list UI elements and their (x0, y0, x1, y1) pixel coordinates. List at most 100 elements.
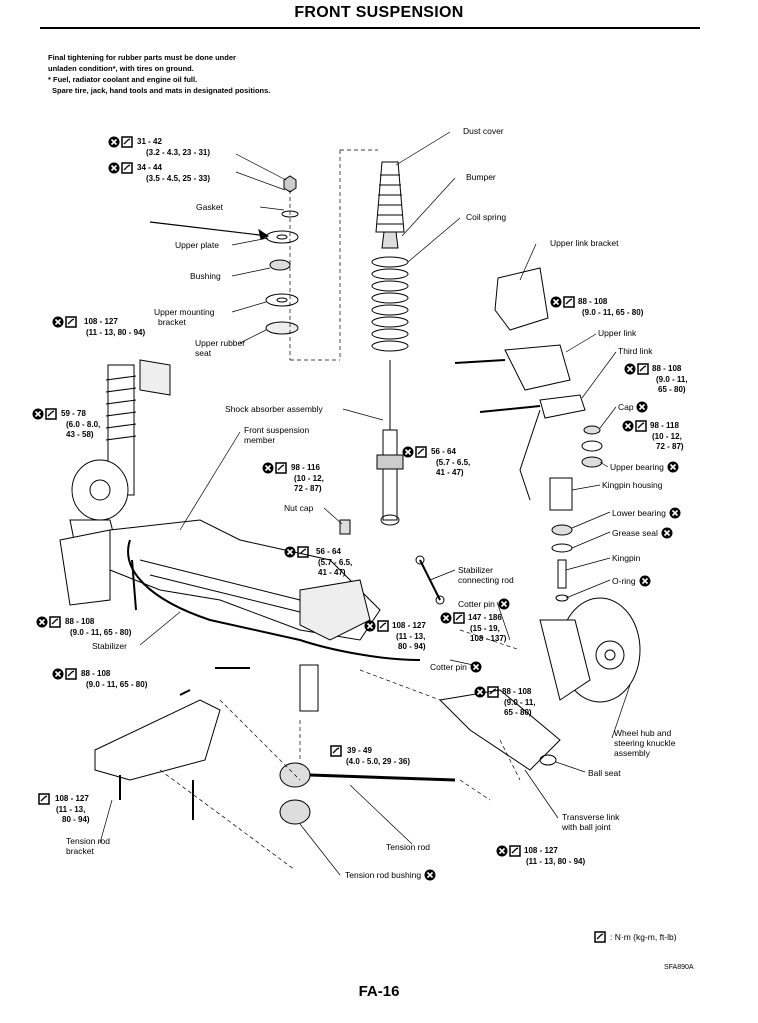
torque-nm: 31 - 42 (137, 137, 162, 146)
replace-icon (496, 845, 508, 857)
replace-icon (402, 446, 414, 458)
label-line: assembly (614, 748, 650, 758)
replace-icon (32, 408, 44, 420)
label-cap: Cap (618, 401, 649, 413)
replace-icon (440, 612, 452, 624)
torque-alt: (15 - 19, (470, 624, 500, 633)
label-stabilizer-rod: Stabilizer connecting rod (458, 565, 514, 585)
torque-callout-11: 88 - 108 (9.0 - 11, 65 - 80) (36, 616, 131, 638)
torque-alt: 43 - 58) (66, 430, 94, 439)
torque-nm: 108 - 127 (392, 621, 426, 630)
label-stabilizer: Stabilizer (92, 641, 127, 651)
label-o-ring: O-ring (612, 575, 652, 587)
torque-nm: 34 - 44 (137, 163, 162, 172)
replace-icon (470, 661, 482, 673)
label-cotter-pin-text: Cotter pin (458, 599, 495, 609)
label-lower-bearing: Lower bearing (612, 507, 682, 519)
torque-alt: (10 - 12, (652, 432, 682, 441)
label-line: Stabilizer (458, 565, 493, 575)
torque-wrench-icon (38, 793, 50, 805)
bumper-part (381, 231, 399, 249)
note-line: Final tightening for rubber parts must b… (48, 53, 236, 62)
label-line: connecting rod (458, 575, 514, 585)
replace-icon (262, 462, 274, 474)
label-dust-cover: Dust cover (463, 126, 504, 136)
note-line: unladen condition*, with tires on ground… (48, 64, 194, 73)
torque-alt: 65 - 80) (504, 708, 532, 717)
torque-alt: (4.0 - 5.0, 29 - 36) (346, 757, 411, 766)
torque-nm: 56 - 64 (431, 447, 456, 456)
torque-wrench-icon (487, 686, 499, 698)
torque-nm: 88 - 108 (578, 297, 608, 306)
torque-nm: 59 - 78 (61, 409, 86, 418)
replace-icon (474, 686, 486, 698)
torque-wrench-icon (121, 136, 133, 148)
torque-alt: (10 - 12, (294, 474, 324, 483)
replace-icon (669, 507, 681, 519)
torque-alt: 41 - 47) (436, 468, 464, 477)
label-tension-rod-bushing-text: Tension rod bushing (345, 870, 422, 880)
torque-legend: : N·m (kg-m, ft-lb) (594, 931, 677, 943)
shock-absorber-part (376, 360, 404, 526)
torque-wrench-icon (637, 363, 649, 375)
torque-nm: 56 - 64 (316, 547, 341, 556)
replace-icon (498, 598, 510, 610)
label-kingpin: Kingpin (612, 553, 641, 563)
torque-callout-9: 88 - 108 (9.0 - 11, 65 - 80) (624, 363, 688, 395)
label-grease-seal-text: Grease seal (612, 528, 658, 538)
torque-callout-8: 88 - 108 (9.0 - 11, 65 - 80) (550, 296, 643, 318)
torque-nm: 39 - 49 (347, 746, 372, 755)
label-upper-plate: Upper plate (175, 240, 219, 250)
torque-alt: 80 - 94) (398, 642, 426, 651)
torque-alt: (6.0 - 8.0, (66, 420, 101, 429)
label-line: Tension rod (66, 836, 110, 846)
replace-icon (52, 668, 64, 680)
torque-alt: (9.0 - 11, 65 - 80) (86, 680, 148, 689)
label-line: steering knuckle (614, 738, 676, 748)
label-grease-seal: Grease seal (612, 527, 674, 539)
torque-callout-12: 108 - 127 (11 - 13, 80 - 94) (364, 620, 426, 652)
note-line: * Fuel, radiator coolant and engine oil … (48, 75, 198, 84)
torque-alt: (9.0 - 11, (656, 375, 688, 384)
torque-wrench-icon (49, 616, 61, 628)
label-line: Upper rubber (195, 338, 246, 348)
torque-callout-18: 108 - 127 (11 - 13, 80 - 94) (496, 845, 585, 867)
label-front-suspension-member: Front suspension member (244, 425, 309, 445)
torque-alt: 41 - 47) (318, 568, 346, 577)
torque-callout-7: 56 - 64 (5.7 - 6.5, 41 - 47) (284, 546, 352, 578)
label-upper-link: Upper link (598, 328, 637, 338)
torque-wrench-icon (509, 845, 521, 857)
torque-nm: 147 - 186 (468, 613, 502, 622)
replace-icon (661, 527, 673, 539)
torque-nm: 98 - 116 (291, 463, 320, 472)
replace-icon (636, 401, 648, 413)
torque-alt: 80 - 94) (62, 815, 90, 824)
label-bumper: Bumper (466, 172, 496, 182)
torque-alt: (5.7 - 6.5, (318, 558, 353, 567)
label-bushing: Bushing (190, 271, 221, 281)
torque-alt: (11 - 13, 80 - 94) (86, 328, 146, 337)
label-cotter-pin-text: Cotter pin (430, 662, 467, 672)
replace-icon (364, 620, 376, 632)
label-transverse-link: Transverse link with ball joint (562, 812, 619, 832)
label-line: Front suspension (244, 425, 310, 435)
label-tension-rod-bushing: Tension rod bushing (345, 869, 437, 881)
tension-rod-bracket-part (94, 699, 221, 781)
torque-alt: 72 - 87) (294, 484, 322, 493)
replace-icon (624, 363, 636, 375)
replace-icon (622, 420, 634, 432)
replace-icon (36, 616, 48, 628)
torque-wrench-icon (65, 316, 77, 328)
label-tension-rod-bracket: Tension rod bracket (66, 836, 110, 856)
torque-nm: 88 - 108 (652, 364, 682, 373)
upper-mount-stack (265, 175, 299, 335)
wheel-hub-part (539, 597, 641, 703)
torque-nm: 108 - 127 (84, 317, 118, 326)
label-cotter-pin-1: Cotter pin (458, 598, 511, 610)
notes: Final tightening for rubber parts must b… (48, 52, 270, 96)
label-line: with ball joint (562, 822, 611, 832)
label-upper-rubber-seat: Upper rubber seat (195, 338, 245, 358)
replace-icon (284, 546, 296, 558)
torque-alt: (3.2 - 4.3, 23 - 31) (146, 148, 211, 157)
